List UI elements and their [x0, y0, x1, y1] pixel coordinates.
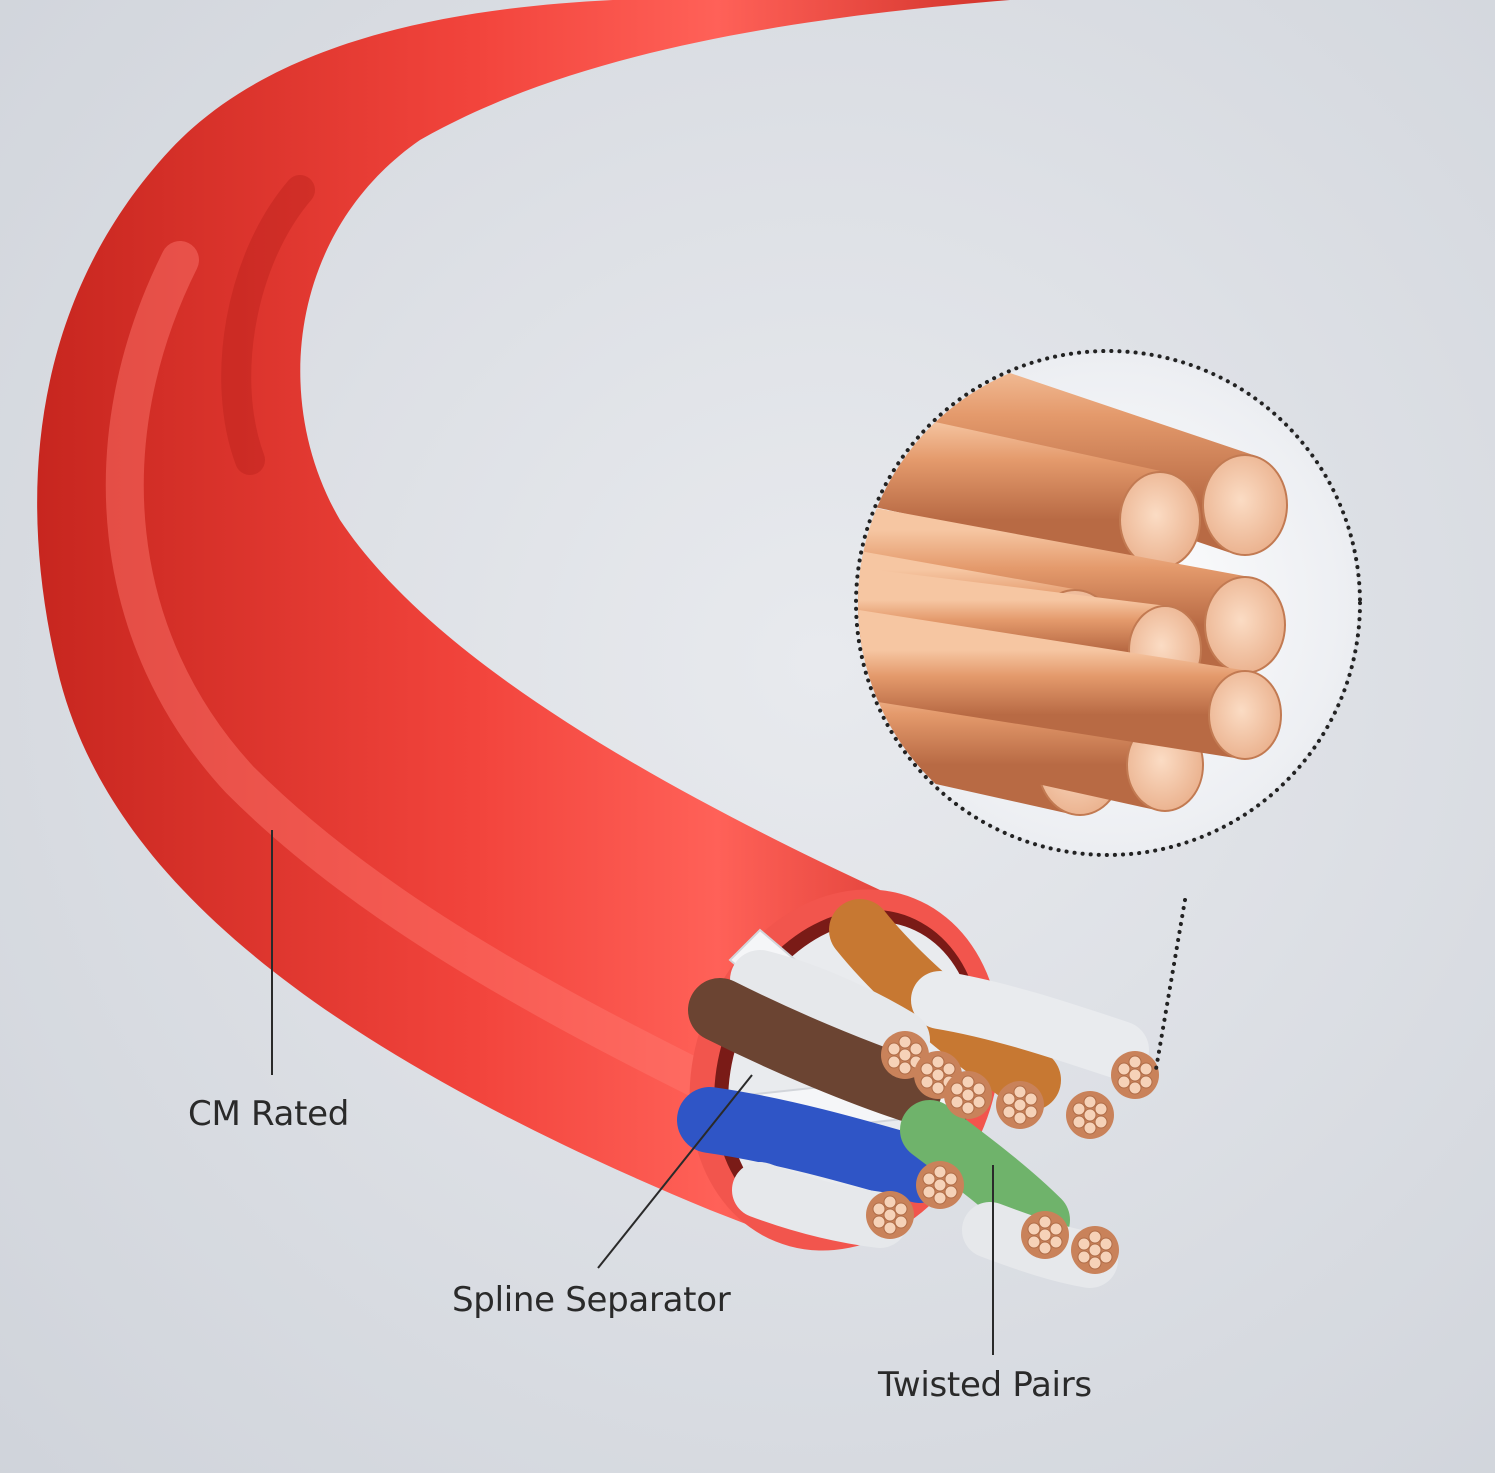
spline-separator-leader [597, 1074, 753, 1269]
copper-conductors [866, 1031, 1159, 1274]
wire-tip [916, 1161, 964, 1209]
wire-tip [1071, 1226, 1119, 1274]
wire-tip [1111, 1051, 1159, 1099]
cm-rated-label: CM Rated [188, 1094, 350, 1134]
zoom-leader-line [1153, 898, 1187, 1077]
twisted-pairs-label: Twisted Pairs [878, 1365, 1092, 1405]
copper-strands-closeup [858, 353, 1288, 816]
zoom-detail [854, 349, 1362, 1077]
spline-separator-label: Spline Separator [452, 1280, 731, 1320]
copper-strand [858, 606, 1282, 760]
wire-tip [866, 1191, 914, 1239]
wire-tip [1066, 1091, 1114, 1139]
wire-tip [996, 1081, 1044, 1129]
wire-tip [944, 1071, 992, 1119]
wire-tip [1021, 1211, 1069, 1259]
